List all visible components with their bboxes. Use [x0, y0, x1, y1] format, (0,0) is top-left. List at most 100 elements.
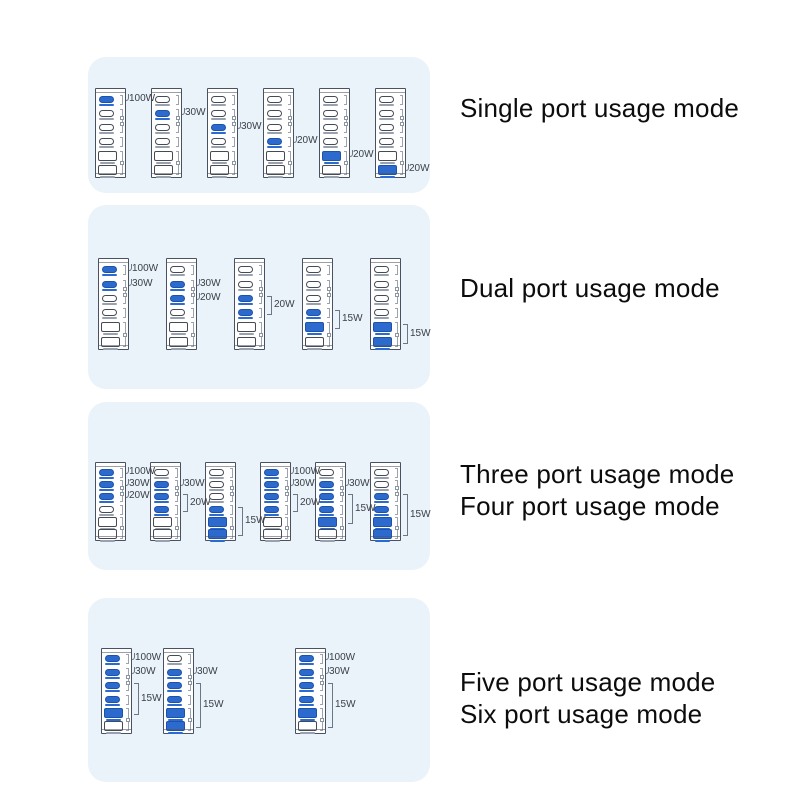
usb-a-port-5 [98, 517, 117, 527]
usb-a-port-6 [210, 165, 229, 175]
port-group-icon [259, 293, 263, 297]
port-label-mark [105, 690, 120, 692]
port-label-mark [103, 348, 118, 350]
label-bracket-icon [406, 164, 409, 171]
port-group-bracket [230, 480, 233, 502]
usb-c-port-4 [102, 309, 117, 316]
span-bracket-icon [238, 507, 243, 536]
usb-c-port-4 [374, 309, 389, 316]
port-label-mark [99, 118, 114, 120]
port-group-icon [340, 526, 344, 530]
port-label-mark [300, 719, 315, 721]
port-group-icon [188, 718, 192, 722]
port-label-mark [106, 719, 121, 721]
port-label-mark [238, 317, 253, 319]
usb-c-port-2 [306, 281, 321, 288]
port-group-icon [232, 116, 236, 120]
label-bracket-icon [126, 479, 129, 486]
charger-body [302, 258, 333, 350]
port-group-icon [176, 161, 180, 165]
usb-a-port-6 [263, 529, 282, 539]
port-group-icon [327, 293, 331, 297]
charger-diagram: 20W [375, 88, 431, 178]
usb-c-port-1 [379, 96, 394, 103]
charger-diagram: 15W [370, 462, 431, 542]
port-label-mark [155, 104, 170, 106]
span-bracket-icon [403, 494, 408, 536]
port-label-mark [264, 489, 279, 491]
port-label-mark [380, 176, 395, 178]
port-group-icon [259, 287, 263, 291]
port-group-bracket [400, 137, 403, 147]
label-bracket-icon [129, 279, 132, 286]
port-group-icon [175, 526, 179, 530]
usb-c-port-4 [155, 138, 170, 145]
charger-body [370, 462, 401, 542]
usb-c-port-1 [154, 469, 169, 476]
usb-a-port-5 [153, 517, 172, 527]
port-label-mark [299, 704, 314, 706]
port-label-mark [320, 540, 335, 542]
port-group-icon [288, 116, 292, 120]
usb-c-port-1 [267, 96, 282, 103]
port-group-bracket [395, 480, 398, 502]
label-bracket-icon [197, 293, 200, 300]
usb-c-port-3 [323, 124, 338, 131]
port-group-bracket [285, 480, 288, 502]
port-group-bracket [340, 468, 343, 478]
usb-a-port-5 [237, 322, 256, 332]
port-group-bracket [176, 137, 179, 147]
usb-c-port-2 [323, 110, 338, 117]
label-bracket-icon [181, 479, 184, 486]
wattage-label: 30W [349, 478, 370, 489]
port-group-icon [175, 492, 179, 496]
charger-body [163, 648, 194, 734]
port-group-icon [120, 161, 124, 165]
usb-c-port-4 [154, 506, 169, 513]
usb-c-port-3 [105, 682, 120, 689]
port-group-icon [327, 333, 331, 337]
port-group-bracket [327, 265, 330, 275]
port-group-icon [230, 526, 234, 530]
port-group-bracket [120, 137, 123, 147]
port-label-mark [374, 514, 389, 516]
wattage-label: 20W [353, 149, 374, 160]
wattage-label: 15W [342, 313, 363, 324]
port-group-bracket [259, 308, 262, 318]
usb-c-port-2 [209, 481, 224, 488]
label-bracket-icon [291, 479, 294, 486]
port-group-icon [400, 161, 404, 165]
label-bracket-icon [326, 653, 329, 660]
port-group-bracket [123, 280, 126, 304]
port-label-mark [211, 146, 226, 148]
port-group-bracket [259, 265, 262, 275]
usb-c-port-3 [170, 295, 185, 302]
charger-body [263, 88, 294, 178]
port-label-mark [170, 274, 185, 276]
usb-c-port-3 [379, 124, 394, 131]
port-group-icon [230, 486, 234, 490]
charger-body [95, 88, 126, 178]
port-label-mark [300, 732, 315, 734]
span-bracket-icon [267, 296, 272, 315]
port-group-bracket [188, 654, 191, 664]
wattage-label: 15W [245, 515, 266, 526]
usb-a-port-6 [98, 529, 117, 539]
span-bracket-icon [183, 494, 188, 512]
port-group-bracket [191, 280, 194, 304]
port-group-bracket [188, 668, 191, 691]
wattage-label: 20W [200, 292, 221, 303]
port-group-bracket [120, 468, 123, 478]
usb-c-port-3 [374, 295, 389, 302]
wattage-label: 15W [141, 693, 162, 704]
port-label-mark [170, 303, 185, 305]
charger-body [315, 462, 346, 542]
port-group-bracket [191, 265, 194, 275]
usb-a-port-6 [153, 529, 172, 539]
label-bracket-icon [126, 94, 129, 101]
port-group-icon [400, 122, 404, 126]
usb-a-port-5 [298, 708, 317, 718]
charger-body [101, 648, 132, 734]
port-label-mark [167, 677, 182, 679]
